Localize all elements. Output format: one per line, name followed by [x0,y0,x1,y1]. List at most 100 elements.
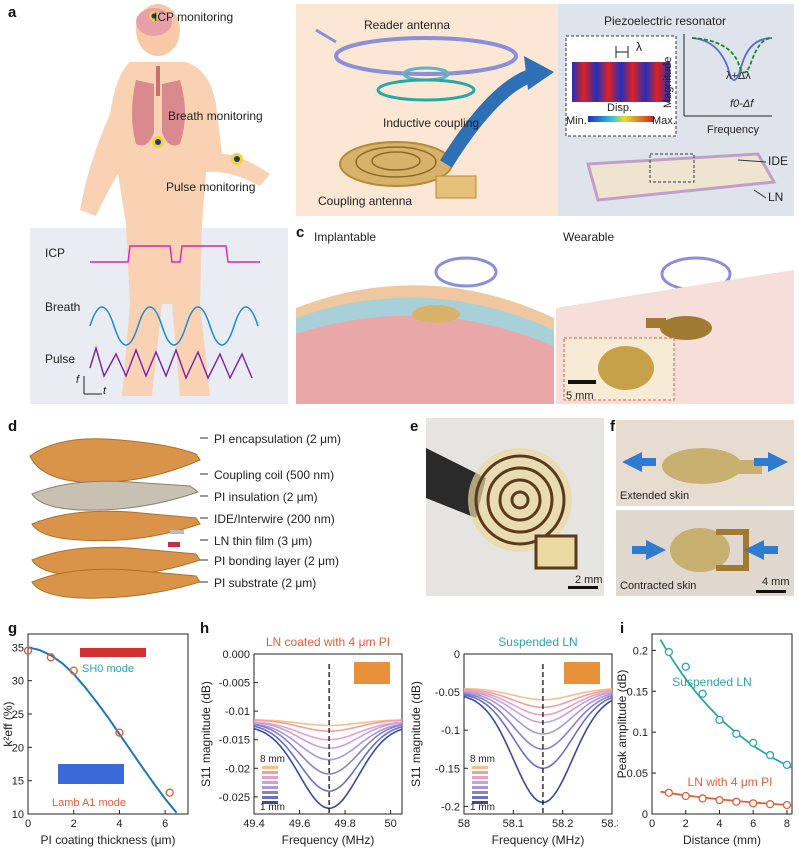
data-point [765,750,775,760]
data-point [765,800,775,809]
x-tick-label: 8 [784,818,790,830]
s11-trace [253,719,403,732]
data-point [681,662,690,671]
y-tick-label: 10 [12,809,24,821]
legend-swatch [262,786,278,789]
data-point [664,647,674,657]
data-point [732,797,741,806]
x-tick-label: 6 [162,818,168,830]
y-tick-label: -0.15 [435,763,460,775]
x-tick-label: 4 [116,818,122,830]
y-tick-label: 0 [454,649,460,661]
s11-trace [463,695,613,804]
k2eff-point [46,653,56,662]
y-tick-label: -0.025 [219,792,250,804]
label-contracted-skin: Contracted skin [620,580,697,592]
x-axis-label: PI coating thickness (μm) [41,833,176,847]
x-tick-label: 50 [384,818,396,830]
k2eff-point [165,788,174,797]
x-tick-label: 49.6 [289,818,310,830]
y-axis-label: k²eff (%) [1,701,15,746]
signal-label-icp: ICP [45,246,66,260]
layer-stack-illustration [29,437,208,599]
layer-label-4: IDE/Interwire (200 nm) [214,512,335,526]
s11-trace [463,692,613,751]
s11-trace [253,723,403,775]
x-tick-label: 0 [25,818,31,830]
contracted-skin-photo [616,510,794,596]
extended-skin-photo [616,420,794,506]
s11-trace [253,719,403,727]
x-tick-label: 58.1 [503,818,524,830]
legend-8mm: 8 mm [260,754,285,765]
x-tick-label: 49.8 [334,818,355,830]
chart-title: Suspended LN [498,635,577,649]
data-point [782,800,792,810]
panel-letter-d: d [8,418,18,435]
legend-swatch [262,796,278,799]
y-tick-label: 0 [642,809,648,821]
legend-swatch [262,801,278,804]
x-tick-label: 2 [71,818,77,830]
s11-trace [253,723,403,761]
s11-trace [463,694,613,770]
panel-letter-c: c [296,224,305,241]
annotation-a1: Lamb A1 mode [52,797,126,809]
layer-label-2: Coupling coil (500 nm) [214,468,335,482]
scale-bar-c: 5 mm [566,390,594,402]
plot-frame [253,653,403,815]
implantable-illustration [296,248,554,404]
k2eff-point [23,646,33,655]
a1-mode-bar [58,764,124,784]
label-min: Min. [566,115,587,127]
layer-label-6: PI bonding layer (2 μm) [214,554,339,568]
legend-1mm: 1 mm [260,802,285,813]
s11-trace [253,721,403,750]
y-tick-label: -0.02 [225,763,250,775]
label-implantable: Implantable [314,230,377,244]
body-illustration [80,4,270,396]
k2eff-point [69,666,78,675]
signal-traces [83,245,260,395]
label-frequency: Frequency [707,124,759,136]
cross-section-icon [564,662,600,684]
x-tick-label: 58.2 [552,818,573,830]
label-piezoelectric-resonator: Piezoelectric resonator [604,14,727,28]
y-tick-label: -0.01 [225,706,250,718]
x-tick-label: 49.4 [243,818,264,830]
s11-trace [253,727,403,810]
y-tick-label: -0.1 [441,725,460,737]
s11-trace [253,721,403,741]
cross-section-icon [354,662,390,684]
x-tick-label: 2 [683,818,689,830]
s11-trace [253,725,403,792]
y-tick-label: -0.005 [219,678,250,690]
s11-trace [463,690,613,724]
y-axis-label: S11 magnitude (dB) [199,681,213,787]
y-tick-label: -0.015 [219,735,250,747]
chart-title: LN coated with 4 μm PI [266,635,390,649]
label-magnitude: Magnitude [662,56,674,108]
y-tick-label: 15 [12,776,24,788]
signal-label-breath: Breath [45,300,81,314]
label-disp: Disp. [607,102,633,114]
series-label-coated: LN with 4 μm PI [688,775,773,789]
plot-frame [27,633,189,815]
legend-swatch [472,771,488,774]
s11-trace [463,688,613,709]
legend-swatch [472,766,488,769]
scale-bar-f: 4 mm [762,576,790,588]
panel-letter-h: h [200,620,210,637]
data-point [681,791,690,801]
label-ide: IDE [768,154,789,168]
x-tick-label: 58.3 [601,818,618,830]
data-point [664,788,674,797]
plot-frame [651,633,793,815]
legend-swatch [472,781,488,784]
data-point [782,760,792,770]
layer-label-1: PI encapsulation (2 μm) [214,432,341,446]
axis-f: f [76,374,80,386]
y-tick-label: -0.2 [441,801,460,813]
legend-1mm: 1 mm [470,802,495,813]
